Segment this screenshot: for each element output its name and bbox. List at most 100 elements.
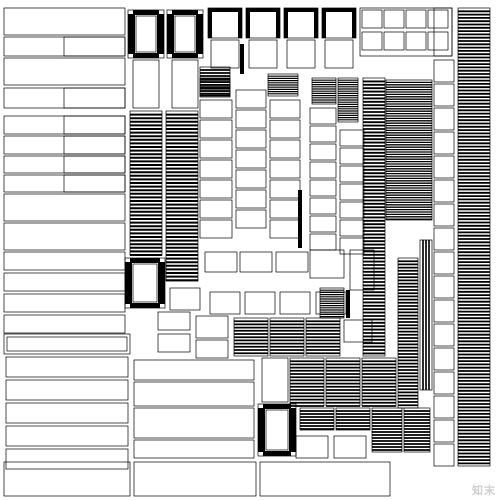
outline-box [3,87,126,109]
outline-box [132,59,160,109]
long-slat-column [397,257,419,409]
outline-box [3,222,126,251]
mid-panel-c [269,119,301,139]
mid-panel-a [199,159,233,179]
outline-box [63,155,126,174]
chair-rail [130,258,160,263]
hatch-lines [200,79,230,97]
outline-box [133,381,255,407]
outline-box [3,193,126,222]
chair-rail [172,10,198,15]
outline-box [6,336,128,352]
mid-panel-b [235,89,267,109]
right-panel-row [433,371,455,395]
chair-leg [258,408,265,452]
left-lower-row [5,425,129,447]
frame-top [245,7,281,39]
grid-cell [405,31,427,51]
outline-box [343,319,373,343]
hatch-lines [268,75,298,95]
chair-seat [135,15,157,53]
left-lower-row [5,379,129,401]
right-panel-row [433,155,455,179]
chair-rail [130,303,160,308]
hatch-lines [130,113,162,256]
chair-rail [172,53,198,58]
slat-block [299,407,335,431]
right-panel-row [433,323,455,347]
mid-panel-d [309,143,337,161]
outline-box [63,87,126,109]
grid-cell [383,31,405,51]
outline-box [63,135,126,155]
frame-top [207,7,243,39]
hatch-lines [270,320,304,355]
mid-panel-d [309,179,337,197]
mid-panel-d [309,197,337,215]
outline-box [309,249,345,279]
mid-panel-b [235,109,267,129]
mid-panel-c [269,179,301,199]
chair-seat [132,263,158,303]
right-panel-row [433,59,455,83]
hatch-lines [422,240,430,390]
right-panel-row [433,131,455,155]
outline-box [133,439,255,459]
mid-panel-e [339,165,365,183]
outline-box [209,291,241,315]
frame-side [208,8,212,38]
outline-box [3,7,126,36]
slot-bar [298,190,302,248]
hatch-lines [166,113,198,282]
chair-leg [157,14,164,54]
frame-panel [210,39,240,69]
frame-bar [208,8,242,12]
frame-top [321,7,357,39]
mid-panel-c [269,139,301,159]
frame-bar [246,8,280,12]
outline-box [204,251,238,273]
mid-panel-a [199,99,233,119]
hatch-lines [458,10,490,465]
outline-box [333,435,367,459]
mid-panel-b [235,189,267,209]
hatch-lines [336,410,370,430]
mid-panel-c [269,199,301,219]
chair-leg [196,14,203,54]
mid-panel-a [199,199,233,219]
chair-leg [289,408,296,452]
frame-side [352,8,356,38]
hatch-lines [398,260,418,407]
chair-rail [263,404,291,409]
outline-box [3,461,131,497]
outline-box [3,333,131,355]
right-panel-row [433,107,455,131]
left-lower-row [5,402,129,424]
watermark-logo: 知末 [472,484,496,497]
hatch-lines [290,360,324,407]
right-panel-row [433,419,455,443]
mid-panel-a [199,119,233,139]
outline-box [133,407,255,439]
mid-panel-c [269,99,301,119]
right-panel-row [433,251,455,275]
mid-panel-d [309,233,337,251]
mid-panel-e [339,201,365,219]
right-panel-row [433,347,455,371]
left-panel-row [3,314,126,334]
frame-side [276,8,280,38]
outline-box [239,251,273,273]
mid-panel-e [339,237,365,255]
right-panel-row [433,275,455,299]
outline-box [3,115,126,135]
outline-box [259,461,391,497]
hatch-lines [326,360,360,407]
hatch-lines [306,320,340,355]
outline-box [433,7,453,57]
outline-box [133,461,257,497]
hatch-lines [300,410,334,430]
grid-cell [383,9,405,29]
right-panel-row [433,227,455,251]
